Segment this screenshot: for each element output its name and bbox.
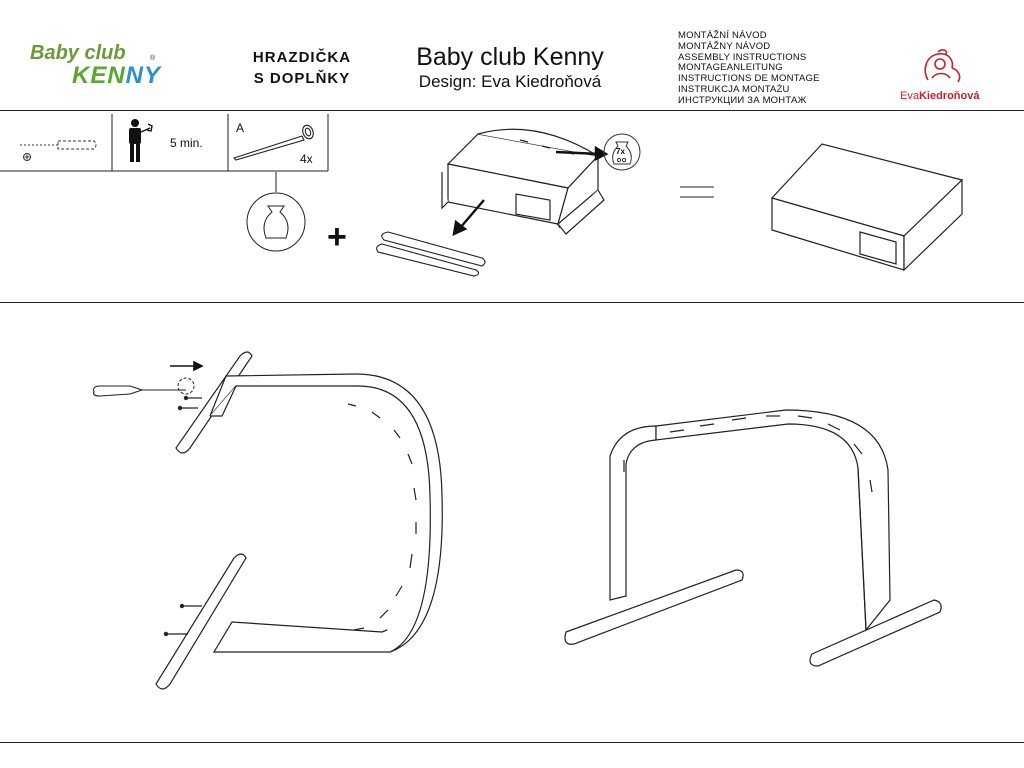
assembly-step-exploded [93, 351, 443, 690]
screw-bag-icon [603, 133, 641, 171]
screwdriver-icon [20, 140, 97, 161]
registered-mark: ® [150, 55, 156, 62]
product-title-line1: HRAZDIČKA [252, 49, 352, 66]
brand-logo-ny: NY [125, 62, 162, 89]
part-count: 4x [300, 152, 313, 166]
product-name: Baby club Kenny [416, 43, 604, 71]
instruction-titles: MONTÁŽNÍ NÁVOD MONTÁŽNY NÁVOD ASSEMBLY I… [678, 30, 820, 107]
equals-sign [680, 186, 714, 198]
instruction-title-sk: MONTÁŽNY NÁVOD [678, 40, 771, 52]
package-open-icon [441, 128, 609, 237]
designer-credit: Design: Eva Kiedroňová [418, 72, 602, 91]
plus-sign: + [327, 218, 347, 256]
step1-divider [0, 302, 1024, 303]
bottom-divider [0, 742, 1024, 743]
instruction-title-ru: ИНСТРУКЦИИ ЗА МОНТАЖ [678, 94, 807, 106]
part-letter: A [236, 121, 245, 135]
screw-bag-count: 7x [616, 147, 625, 156]
designer-logo-first: Eva [900, 90, 919, 102]
bag-callout [246, 172, 306, 252]
package-closed-icon [770, 143, 964, 272]
rods-icon [376, 231, 486, 277]
product-title: HRAZDIČKA S DOPLŇKY [244, 47, 360, 89]
brand-logo-ken: KEN [72, 62, 126, 89]
assembly-step-result [564, 409, 942, 667]
assembly-time: 5 min. [170, 136, 203, 150]
instruction-title-en: ASSEMBLY INSTRUCTIONS [678, 51, 807, 63]
nail-icon [232, 124, 314, 161]
designer-logo-icon [924, 49, 961, 83]
person-icon [129, 119, 153, 162]
designer-logo-text: EvaKiedroňová [900, 90, 979, 102]
product-title-line2: S DOPLŇKY [253, 70, 351, 87]
brand-logo-line2: KENNY [72, 62, 161, 90]
header-divider [0, 110, 1024, 111]
instruction-title-fr: INSTRUCTIONS DE MONTAGE [678, 73, 820, 85]
instruction-title-cz: MONTÁŽNÍ NÁVOD [678, 30, 767, 41]
instruction-title-pl: INSTRUKCJA MONTAŻU [678, 83, 790, 95]
tools-table [0, 114, 329, 172]
brand-logo-line1: Baby club [30, 42, 126, 64]
designer-logo-last: Kiedroňová [918, 90, 980, 102]
instruction-title-de: MONTAGEANLEITUNG [678, 62, 783, 74]
